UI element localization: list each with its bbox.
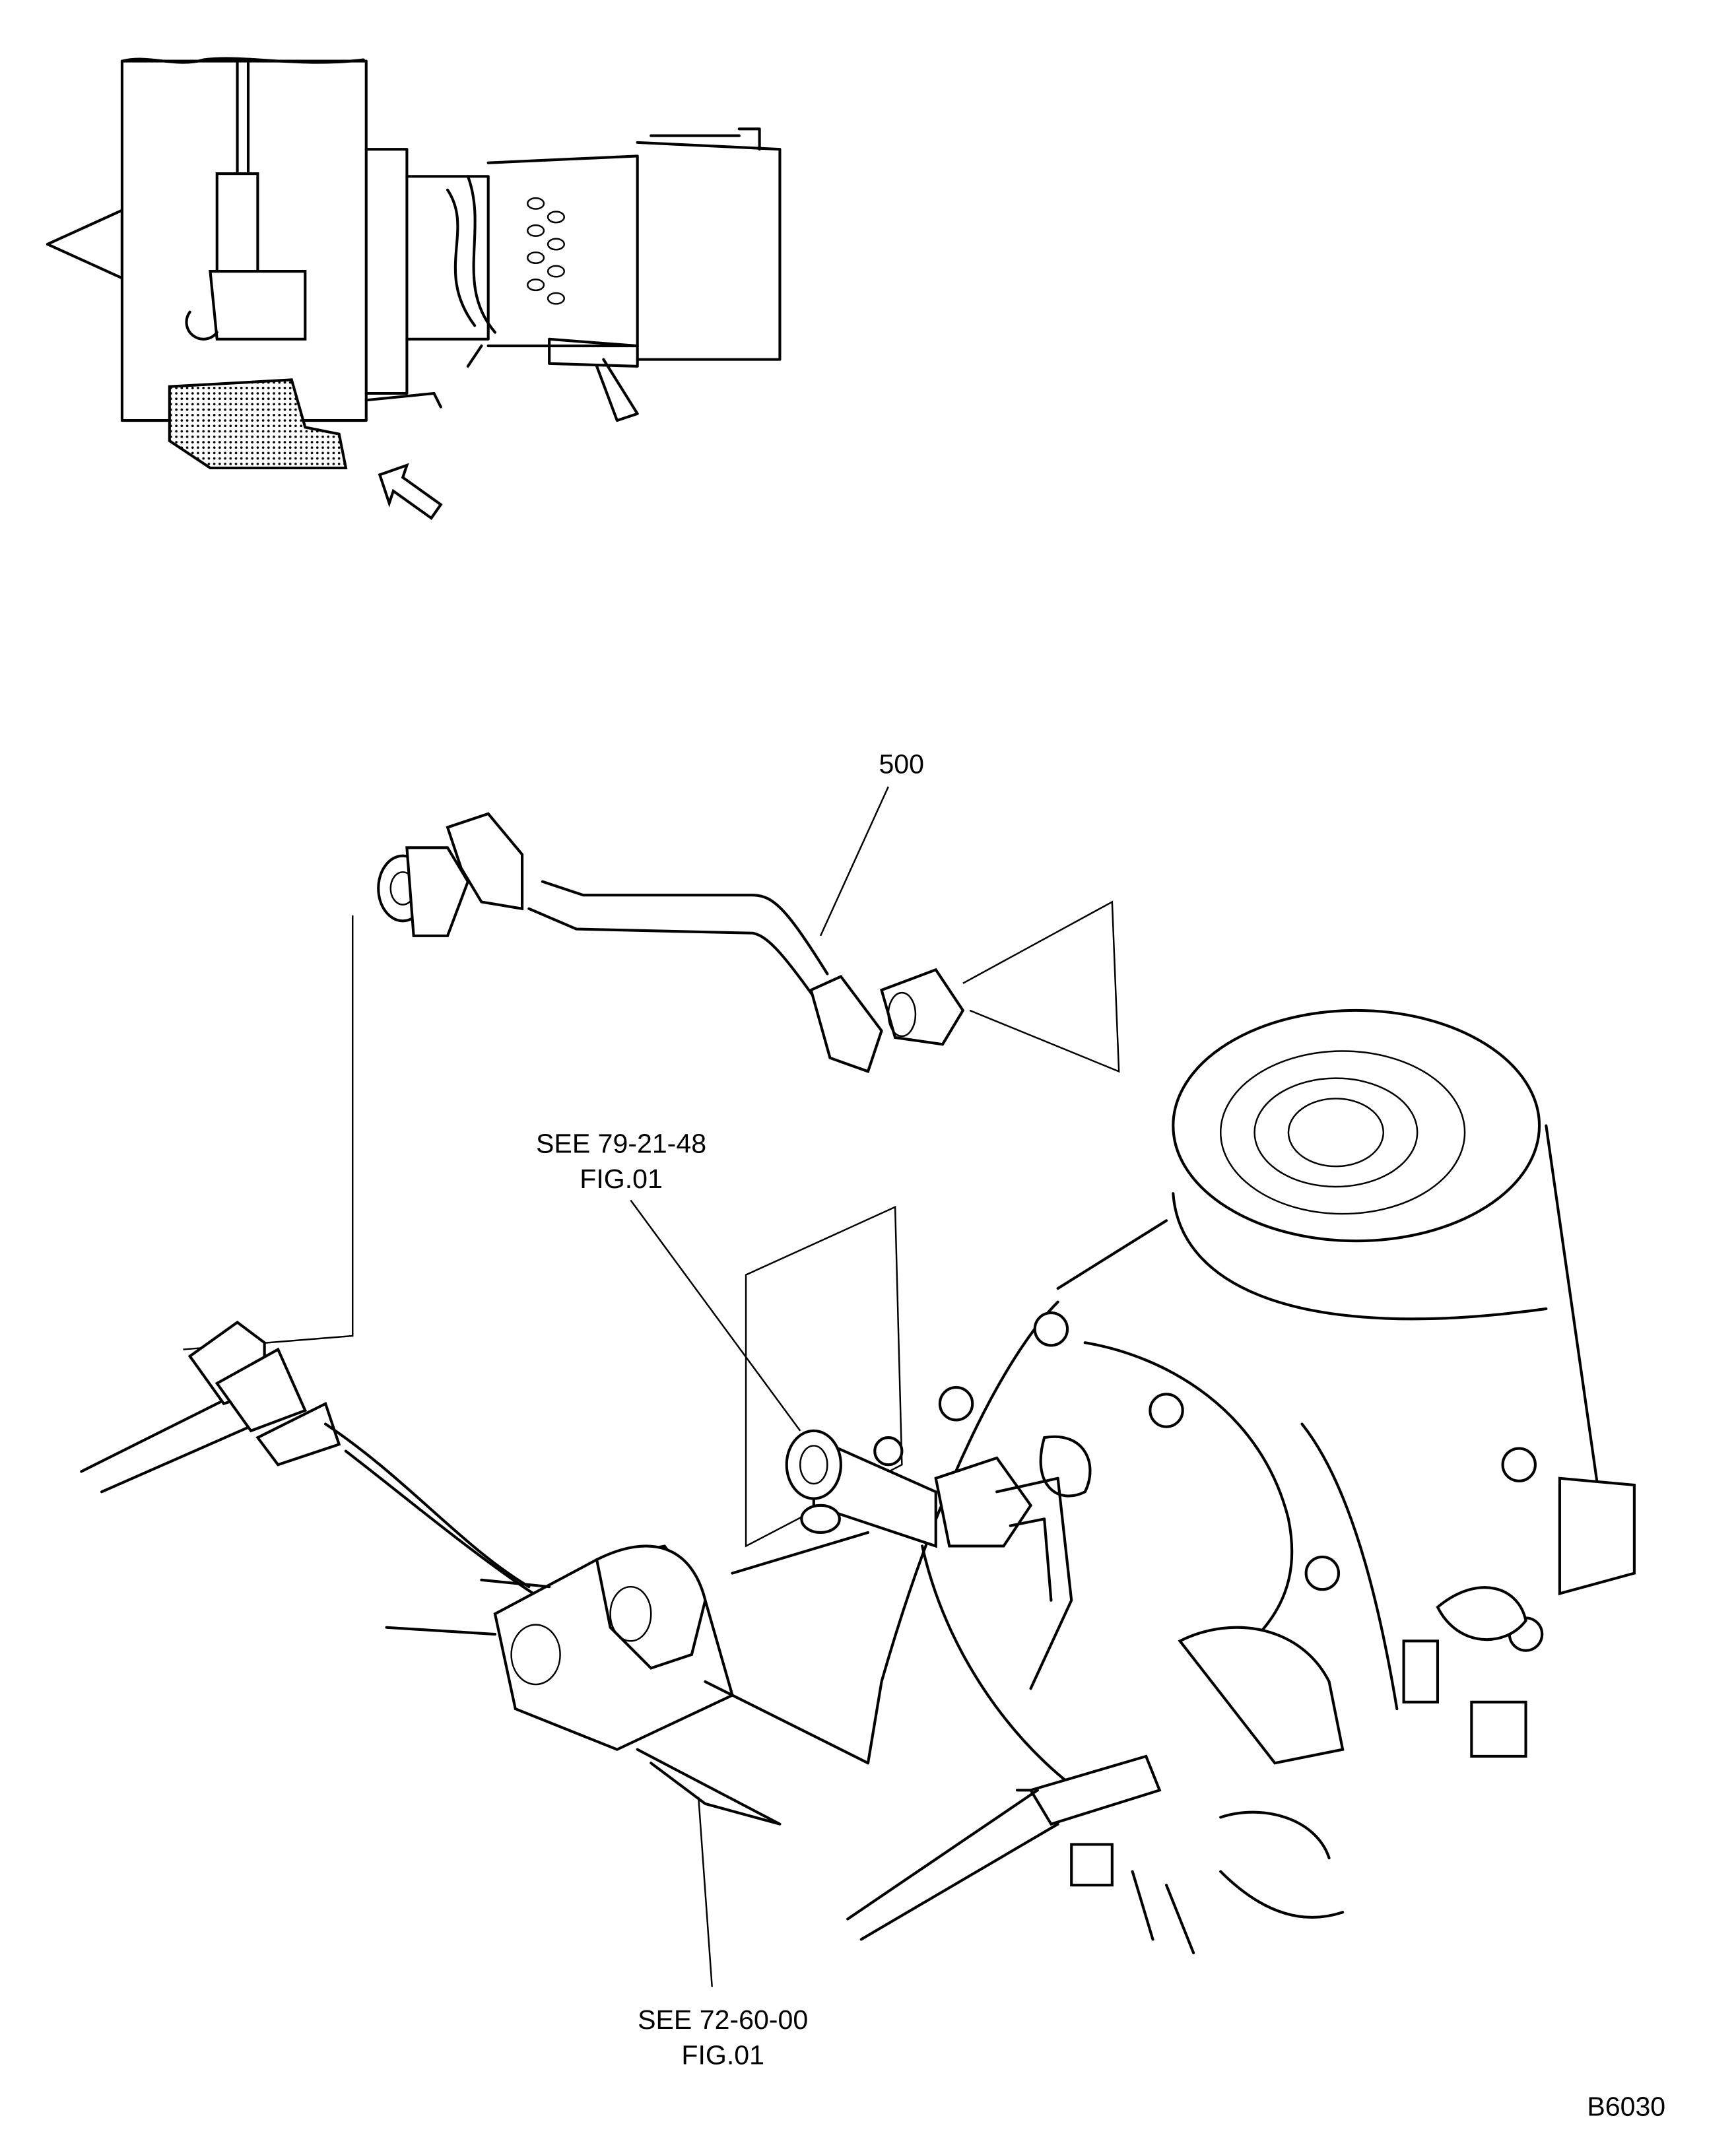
mounting-bracket [80, 1320, 870, 1826]
gearbox-assembly [846, 1009, 1636, 1954]
reference-label-72-60-00-fig: FIG.01 [681, 2039, 764, 2070]
reference-label-79-21-48: SEE 79-21-48 [536, 1129, 706, 1159]
engine-locator-view [46, 57, 782, 520]
engine-vent-holes [527, 197, 565, 305]
view-direction-arrow-icon [378, 463, 443, 520]
figure-code: B6030 [1587, 2091, 1665, 2121]
tube-assembly-500 [183, 812, 1120, 1350]
reference-79-21-48-leader [630, 1199, 801, 1432]
reference-label-72-60-00: SEE 72-60-00 [638, 2004, 808, 2035]
callout-500-leader [819, 786, 889, 937]
fitting-and-valve [745, 1205, 1073, 1690]
callout-500: 500 [879, 748, 924, 779]
reference-label-79-21-48-fig: FIG.01 [580, 1164, 663, 1194]
reference-72-60-00-leader [697, 1797, 713, 1987]
